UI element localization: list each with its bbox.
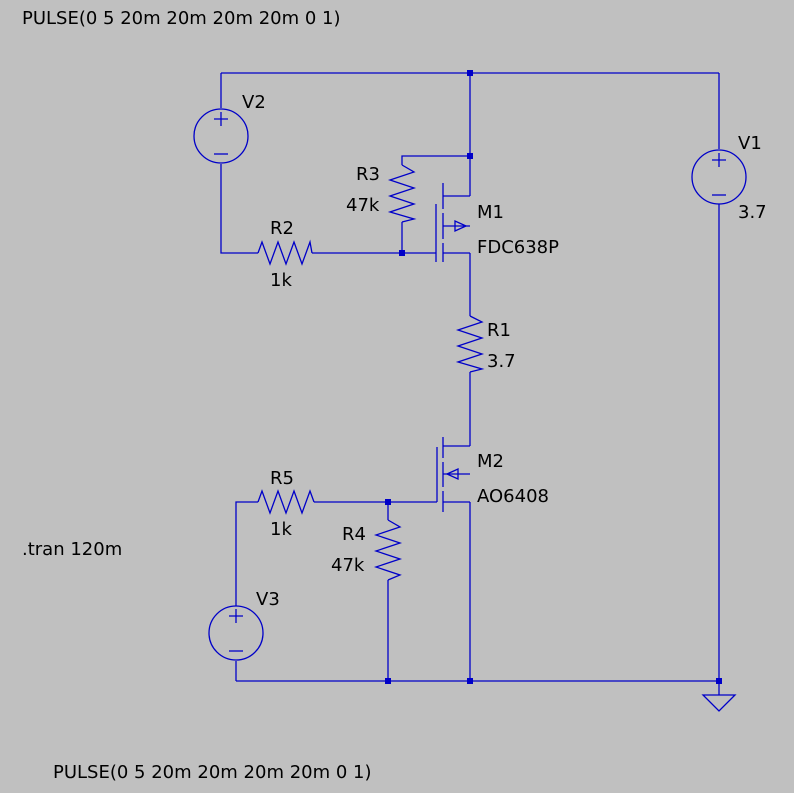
v3-plus-icon (229, 609, 243, 623)
mosfet-m2[interactable] (436, 437, 470, 512)
resistor-r1[interactable] (455, 315, 485, 373)
v2-plus-icon (214, 112, 228, 126)
r2-name-label: R2 (270, 218, 294, 239)
junctions (385, 70, 722, 684)
r4-name-label: R4 (342, 524, 366, 545)
m1-model-label: FDC638P (477, 237, 559, 258)
r5-name-label: R5 (270, 468, 294, 489)
v1-value-label: 3.7 (738, 202, 767, 223)
v1-name-label: V1 (738, 133, 762, 154)
resistor-r4[interactable] (373, 519, 403, 581)
v1-source-circle (691, 149, 747, 205)
labels: PULSE(0 5 20m 20m 20m 20m 0 1) .tran 120… (22, 8, 767, 783)
resistor-r5[interactable] (257, 489, 315, 515)
v2-name-label: V2 (242, 92, 266, 113)
r5-value-label: 1k (270, 519, 292, 540)
voltage-source-v3[interactable] (208, 605, 264, 661)
v3-pulse-directive[interactable]: PULSE(0 5 20m 20m 20m 20m 0 1) (53, 762, 372, 783)
mosfet-m1[interactable] (435, 183, 470, 262)
wire-v2-bottom[interactable] (220, 164, 258, 254)
resistor-r2[interactable] (257, 239, 313, 266)
m2-name-label: M2 (477, 451, 504, 472)
junction-dot (467, 70, 473, 76)
resistor-r3[interactable] (387, 164, 417, 223)
v1-plus-icon (712, 153, 726, 167)
junction-dot (467, 678, 473, 684)
junction-dot (716, 678, 722, 684)
m2-arrow-icon (445, 467, 459, 481)
r1-name-label: R1 (487, 320, 511, 341)
m1-name-label: M1 (477, 202, 504, 223)
voltage-source-v2[interactable] (193, 108, 249, 164)
v2-pulse-directive[interactable]: PULSE(0 5 20m 20m 20m 20m 0 1) (22, 8, 341, 29)
wires (220, 72, 720, 695)
junction-dot (385, 499, 391, 505)
ground-icon (701, 694, 737, 712)
r1-value-label: 3.7 (487, 351, 516, 372)
voltage-source-v1[interactable] (691, 149, 747, 205)
tran-directive[interactable]: .tran 120m (22, 539, 122, 560)
r4-value-label: 47k (331, 555, 365, 576)
r3-name-label: R3 (356, 164, 380, 185)
m1-arrow-icon (454, 219, 468, 233)
wire-v3-top[interactable] (235, 501, 258, 606)
v3-source-circle (208, 605, 264, 661)
junction-dot (467, 153, 473, 159)
junction-dot (385, 678, 391, 684)
wire-r3-top[interactable] (401, 155, 470, 165)
m2-model-label: AO6408 (477, 486, 549, 507)
r2-value-label: 1k (270, 270, 292, 291)
v3-name-label: V3 (256, 589, 280, 610)
junction-dot (399, 250, 405, 256)
v2-source-circle (193, 108, 249, 164)
r3-value-label: 47k (346, 195, 380, 216)
